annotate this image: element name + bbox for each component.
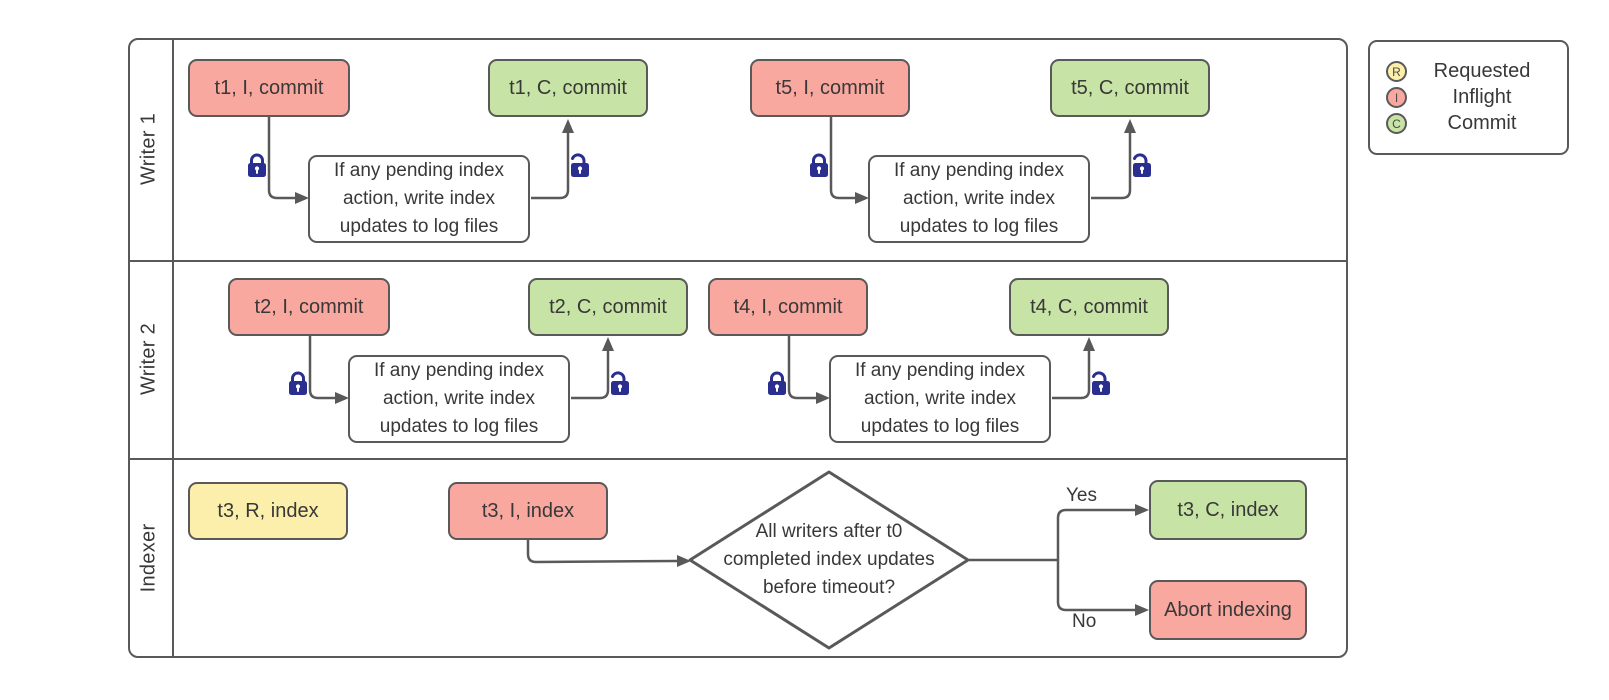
lane-label-divider [172, 40, 174, 656]
lane-divider-2 [130, 457, 1346, 460]
lane-label-indexer: Indexer [137, 523, 160, 593]
legend-item-commit: C Commit [1386, 111, 1557, 137]
lane-divider-1 [130, 259, 1346, 262]
yes-edge-label: Yes [1066, 485, 1097, 506]
decision-text: All writers after t0 completed index upd… [723, 521, 935, 598]
node-t5-commit: t5, C, commit [1050, 59, 1210, 117]
node-pending-note-t1: If any pending index action, write index… [308, 155, 530, 243]
decision-label: All writers after t0 completed index upd… [690, 472, 968, 648]
node-t4-commit: t4, C, commit [1009, 278, 1169, 336]
commit-state-icon: C [1386, 113, 1407, 134]
node-t3-commit: t3, C, index [1149, 480, 1307, 540]
legend-label: Commit [1447, 112, 1517, 134]
inflight-state-icon: I [1386, 87, 1407, 108]
node-pending-note-t5: If any pending index action, write index… [868, 155, 1090, 243]
node-t3-requested: t3, R, index [188, 482, 348, 540]
node-t1-inflight: t1, I, commit [188, 59, 350, 117]
node-t2-inflight: t2, I, commit [228, 278, 390, 336]
node-pending-note-t4: If any pending index action, write index… [829, 355, 1051, 443]
legend-item-inflight: I Inflight [1386, 85, 1557, 111]
node-t5-inflight: t5, I, commit [750, 59, 910, 117]
no-edge-label: No [1072, 611, 1097, 632]
node-t2-commit: t2, C, commit [528, 278, 688, 336]
lane-label-writer-2: Writer 2 [137, 322, 160, 396]
node-t4-inflight: t4, I, commit [708, 278, 868, 336]
requested-state-icon: R [1386, 61, 1407, 82]
legend-label: Requested [1433, 60, 1531, 82]
node-t3-inflight: t3, I, index [448, 482, 608, 540]
legend-item-requested: R Requested [1386, 59, 1557, 85]
node-abort-indexing: Abort indexing [1149, 580, 1307, 640]
legend-label: Inflight [1452, 86, 1512, 108]
node-t1-commit: t1, C, commit [488, 59, 648, 117]
lane-label-writer-1: Writer 1 [137, 112, 160, 186]
legend: R Requested I Inflight C Commit [1368, 40, 1569, 155]
node-pending-note-t2: If any pending index action, write index… [348, 355, 570, 443]
